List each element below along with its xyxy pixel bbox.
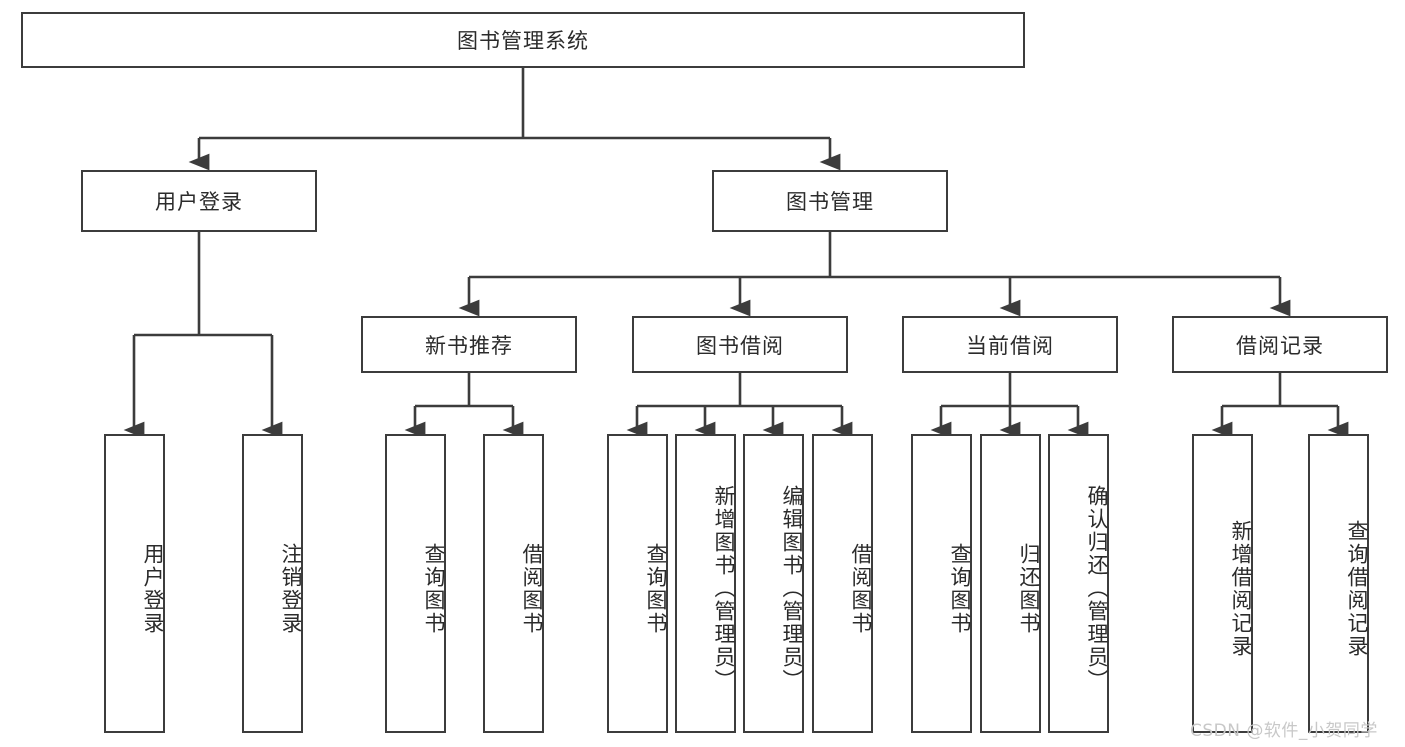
node-label: 查询图书 [948,542,972,635]
watermark: CSDN @软件_小贺同学 [1190,721,1378,741]
node-user-login[interactable]: 用户登录 [81,170,317,232]
node-leaf-logout-login[interactable]: 注销登录 [242,434,303,733]
node-label: 查询图书 [644,542,668,635]
node-label: 注销登录 [279,542,303,635]
node-leaf-user-login[interactable]: 用户登录 [104,434,165,733]
node-leaf-borrow-book-2[interactable]: 借阅图书 [812,434,873,733]
node-leaf-return-book[interactable]: 归还图书 [980,434,1041,733]
node-label: 借阅记录 [1236,333,1324,358]
node-label: 当前借阅 [966,333,1054,358]
node-leaf-borrow-book-1[interactable]: 借阅图书 [483,434,544,733]
node-label: 用户登录 [155,190,243,214]
node-label: 查询图书 [422,542,446,635]
node-leaf-add-book[interactable]: 新增图书（管理员） [675,434,736,733]
node-new-book-recommend[interactable]: 新书推荐 [361,316,577,373]
node-leaf-query-book-2[interactable]: 查询图书 [607,434,668,733]
node-leaf-query-record[interactable]: 查询借阅记录 [1308,434,1369,733]
node-label: 归还图书 [1017,542,1041,635]
node-label: 用户登录 [141,542,165,635]
node-label: 确认归还（管理员） [1085,485,1109,692]
node-borrow-record[interactable]: 借阅记录 [1172,316,1388,373]
node-label: 图书管理 [786,190,874,214]
node-label: 新增图书（管理员） [712,485,736,692]
node-leaf-query-book-1[interactable]: 查询图书 [385,434,446,733]
node-label: 图书管理系统 [457,29,589,53]
node-book-borrow[interactable]: 图书借阅 [632,316,848,373]
node-leaf-add-record[interactable]: 新增借阅记录 [1192,434,1253,733]
node-leaf-confirm-return[interactable]: 确认归还（管理员） [1048,434,1109,733]
node-leaf-query-book-3[interactable]: 查询图书 [911,434,972,733]
node-book-management-system[interactable]: 图书管理系统 [21,12,1025,68]
node-label: 编辑图书（管理员） [780,485,804,692]
node-current-borrow[interactable]: 当前借阅 [902,316,1118,373]
node-label: 查询借阅记录 [1345,519,1369,658]
node-label: 新书推荐 [425,333,513,358]
node-label: 借阅图书 [849,542,873,635]
node-label: 新增借阅记录 [1229,519,1253,658]
node-book-management[interactable]: 图书管理 [712,170,948,232]
node-leaf-edit-book[interactable]: 编辑图书（管理员） [743,434,804,733]
node-label: 借阅图书 [520,542,544,635]
node-label: 图书借阅 [696,333,784,358]
